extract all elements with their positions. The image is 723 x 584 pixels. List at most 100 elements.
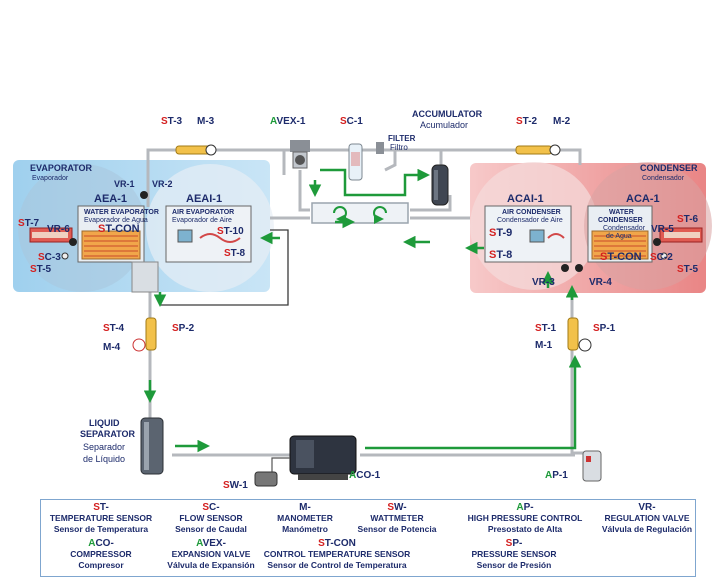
evap-water-inlet-inner: [32, 232, 68, 238]
water-evaporator-label: WATER EVAPORATOR: [84, 209, 159, 216]
st-con-left-label: ST-CON: [98, 223, 140, 235]
legend-english: MANOMETER: [277, 513, 333, 523]
legend-code-prefix: S: [318, 538, 325, 549]
legend-code-rest: T-: [99, 502, 109, 513]
legend-code-rest: VR-: [638, 502, 656, 513]
legend-code-rest: P-: [523, 502, 534, 513]
legend-code-prefix: S: [202, 502, 210, 513]
legend-spanish: Sensor de Presión: [476, 560, 552, 570]
air-condenser-fan: [529, 229, 545, 243]
st5-right-label: ST-5: [677, 264, 699, 275]
compressor: [289, 435, 357, 480]
air-condenser-airflow: [547, 233, 565, 239]
legend-spanish: Manómetro: [282, 524, 328, 534]
legend-code: SP-: [434, 538, 594, 549]
legend-code: ST-CON: [257, 538, 417, 549]
legend-code-rest: M-: [299, 502, 311, 513]
legend-code-prefix: A: [516, 502, 524, 513]
legend-code-rest: T-CON: [324, 538, 356, 549]
sp1-label: SP-1: [593, 323, 616, 334]
ap1-label: AP-1: [545, 470, 568, 481]
evap-collector: [131, 261, 159, 293]
m3-label: M-3: [197, 116, 215, 127]
legend-spanish: Sensor de Control de Temperatura: [267, 560, 407, 570]
m2-gauge: [549, 144, 561, 156]
legend-code: M-: [225, 502, 385, 513]
liquid-separator-label-2: SEPARATOR: [80, 429, 136, 439]
water-condenser-label-3: Condensador: [603, 225, 646, 232]
legend-code-prefix: A: [88, 538, 96, 549]
accumulator-tank: [431, 164, 449, 206]
vr1-label: VR-1: [114, 179, 135, 189]
st2-label: ST-2: [516, 116, 538, 127]
sp2-label: SP-2: [172, 323, 195, 334]
legend-code: AP-: [445, 502, 605, 513]
heat-exchanger-coil-right: [373, 206, 387, 224]
st8-left-label: ST-8: [224, 248, 246, 259]
m2-label: M-2: [553, 116, 571, 127]
st5-left-label: ST-5: [30, 264, 52, 275]
st10-label: ST-10: [217, 226, 244, 237]
legend-code-prefix: S: [93, 502, 100, 513]
st1-label: ST-1: [535, 323, 557, 334]
legend-english: TEMPERATURE SENSOR: [49, 513, 153, 523]
filter-label: FILTER: [388, 134, 416, 143]
pipe-line-dark: [160, 229, 289, 306]
aeai1-label: AEAI-1: [186, 193, 222, 205]
legend-code-rest: C-: [209, 502, 220, 513]
sw1-label: SW-1: [223, 480, 248, 491]
vr3-label: VR-3: [532, 277, 555, 288]
ap1-indicator: [586, 456, 591, 462]
vr4-label: VR-4: [589, 277, 612, 288]
vr5-valve: [653, 238, 661, 246]
st7-label: ST-7: [18, 218, 40, 229]
legend-spanish: Presostato de Alta: [487, 524, 563, 534]
air-evaporator-sublabel: Evaporador de Aire: [172, 217, 232, 224]
legend-code-rest: P-: [512, 538, 523, 549]
filter-body: [376, 142, 384, 154]
ap1-pressure-switch: [582, 450, 602, 482]
aco1-label: ACO-1: [349, 470, 381, 481]
vr6-label: VR-6: [47, 224, 70, 235]
heat-exchanger: [311, 202, 409, 224]
legend-spanish: Sensor de Temperatura: [53, 524, 149, 534]
sc3-label: SC-3: [38, 252, 61, 263]
legend-code-rest: CO-: [95, 538, 114, 549]
sw1-wattmeter: [254, 471, 278, 487]
legend-english: FLOW SENSOR: [179, 513, 243, 523]
water-condenser-label-2: CONDENSER: [598, 217, 643, 224]
legend-code: AVEX-: [131, 538, 291, 549]
legend-english: EXPANSION VALVE: [171, 549, 251, 559]
sc3-sensor: [61, 252, 69, 260]
m4-label: M-4: [103, 342, 121, 353]
sw1-cable: [271, 457, 290, 472]
legend-code-prefix: S: [387, 502, 395, 513]
vr6-valve: [69, 238, 77, 246]
st4-label: ST-4: [103, 323, 125, 334]
m4-gauge: [132, 338, 146, 352]
legend-english: WATTMETER: [370, 513, 424, 523]
evaporator-title: EVAPORATOR: [30, 163, 93, 173]
water-condenser-coil: [594, 235, 646, 257]
water-evaporator-heater: [81, 230, 141, 260]
legend-code-rest: W-: [394, 502, 407, 513]
legend-english: COMPRESSOR: [70, 549, 132, 559]
legend-spanish: Compresor: [78, 560, 124, 570]
vr4-valve: [575, 264, 583, 272]
accumulator-sublabel: Acumulador: [420, 120, 468, 130]
aca1-label: ACA-1: [626, 193, 660, 205]
evaporator-subtitle: Evaporador: [32, 175, 69, 182]
legend-spanish: Sensor de Potencia: [357, 524, 437, 534]
legend-code: VR-: [567, 502, 723, 513]
liquid-separator-label-3: Separador: [83, 442, 125, 452]
sc2-label: SC-2: [650, 252, 673, 263]
